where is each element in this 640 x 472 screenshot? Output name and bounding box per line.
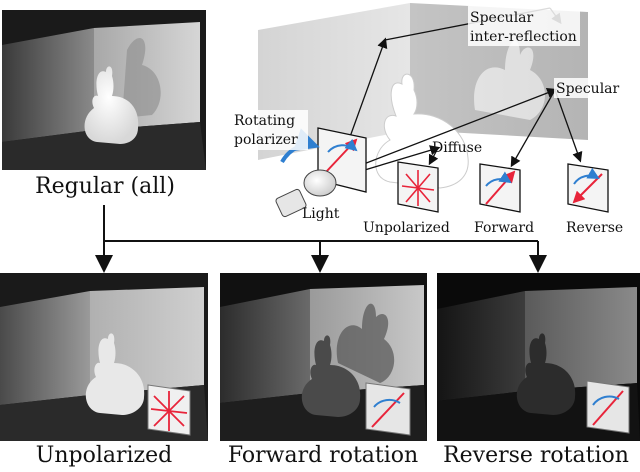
label-diffuse: Diffuse xyxy=(432,140,482,156)
label-light: Light xyxy=(302,206,340,222)
label-forward: Forward xyxy=(474,220,534,235)
caption-regular-all: Regular (all) xyxy=(35,174,175,199)
caption-unpolarized: Unpolarized xyxy=(35,443,173,468)
label-rotating-polarizer-2: polarizer xyxy=(234,132,298,148)
label-reverse: Reverse xyxy=(566,220,623,235)
photo-forward-rotation xyxy=(220,273,427,441)
label-rotating-polarizer-1: Rotating xyxy=(234,113,295,129)
photo-regular-all xyxy=(2,10,206,170)
polarization-diagram: Specular inter-reflection Specular Rotat… xyxy=(232,3,623,235)
connector-arrows xyxy=(95,205,547,273)
caption-forward-rotation: Forward rotation xyxy=(227,443,419,468)
photo-reverse-rotation xyxy=(437,273,640,441)
label-unpolarized: Unpolarized xyxy=(363,220,450,235)
label-specular-interreflection-1: Specular xyxy=(470,10,534,26)
photo-unpolarized xyxy=(0,273,208,441)
light-bulb-icon xyxy=(303,169,337,197)
label-specular: Specular xyxy=(556,81,620,97)
label-specular-interreflection-2: inter-reflection xyxy=(470,29,577,45)
caption-reverse-rotation: Reverse rotation xyxy=(443,443,629,468)
